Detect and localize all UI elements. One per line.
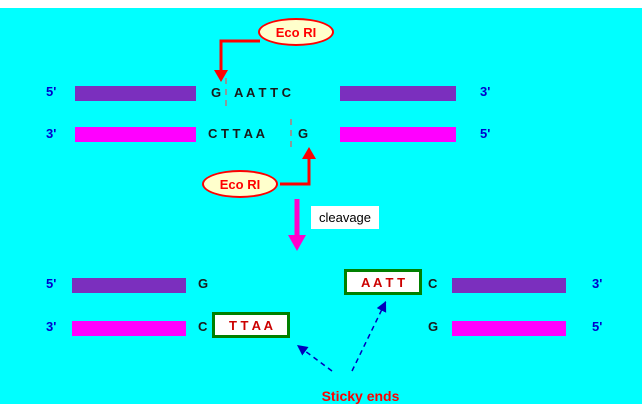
bottom-strand-left-bar <box>75 127 196 142</box>
bottom-strand-seq-after-cut: G <box>298 126 309 141</box>
top-strand-seq-after-cut: A A T T C <box>234 85 292 100</box>
cut-site-top-dash <box>225 78 227 106</box>
ecori-enzyme-bottom-label: Eco RI <box>219 176 261 192</box>
ecori-enzyme-badge-bottom: Eco RI <box>202 170 278 198</box>
fragment-top-left-base: G <box>198 276 209 291</box>
cleavage-label: cleavage <box>311 206 379 229</box>
fragment-bottom-left-bar <box>72 321 186 336</box>
fragment-top-left-bar <box>72 278 186 293</box>
ecori-enzyme-top-label: Eco RI <box>275 24 317 40</box>
fragment-bottom-left-base: C <box>198 319 208 334</box>
fragment-bottom-right-bar <box>452 321 566 336</box>
ecori-enzyme-badge-top: Eco RI <box>258 18 334 46</box>
top-strand-left-bar <box>75 86 196 101</box>
end-label-fragment-top-left: 5' <box>46 276 57 291</box>
top-strand-right-bar <box>340 86 456 101</box>
fragment-top-right-bar <box>452 278 566 293</box>
cleavage-label-text: cleavage <box>318 210 372 225</box>
bottom-strand-seq-before-cut: C T T A A <box>208 126 266 141</box>
cut-site-bottom-dash <box>290 119 292 147</box>
overhang-box-ttaa: T T A A <box>212 312 290 338</box>
end-label-bottom-strand-left: 3' <box>46 126 57 141</box>
fragment-bottom-right-base: G <box>428 319 439 334</box>
end-label-bottom-strand-right: 5' <box>480 126 491 141</box>
end-label-fragment-top-right: 3' <box>592 276 603 291</box>
sticky-ends-label-text: Sticky ends <box>321 388 400 404</box>
bottom-strand-right-bar <box>340 127 456 142</box>
overhang-ttaa-text: T T A A <box>228 317 274 333</box>
end-label-top-strand-right: 3' <box>480 84 491 99</box>
overhang-box-aatt: A A T T <box>344 269 422 295</box>
overhang-aatt-text: A A T T <box>360 274 406 290</box>
end-label-fragment-bottom-left: 3' <box>46 319 57 334</box>
end-label-top-strand-left: 5' <box>46 84 57 99</box>
sticky-ends-label: Sticky ends <box>306 372 400 414</box>
end-label-fragment-bottom-right: 5' <box>592 319 603 334</box>
top-strand-seq-before-cut: G <box>211 85 222 100</box>
fragment-top-right-base: C <box>428 276 438 291</box>
